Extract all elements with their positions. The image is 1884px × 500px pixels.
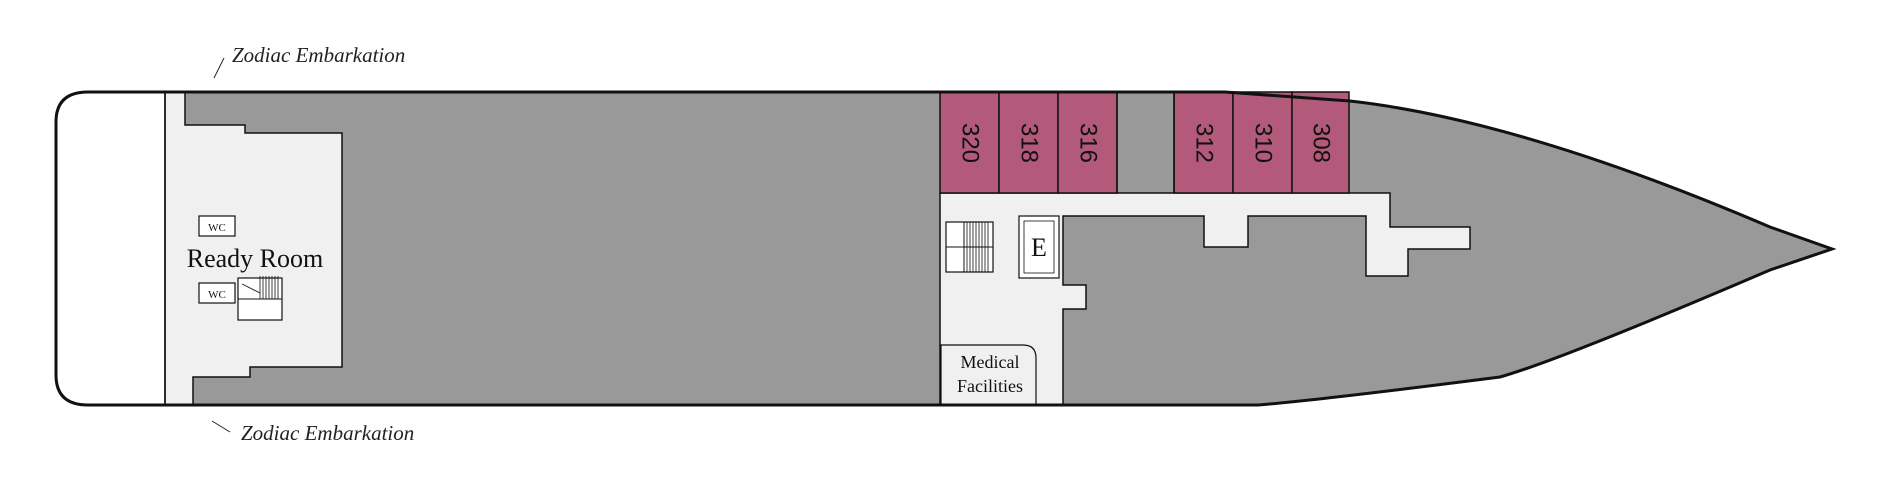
stern-open-deck bbox=[56, 92, 165, 405]
cabin-number-312: 312 bbox=[1191, 123, 1218, 163]
wc-lower-label: WC bbox=[208, 289, 226, 301]
ready-room-label: Ready Room bbox=[187, 244, 324, 273]
cabin-number-318: 318 bbox=[1016, 123, 1043, 163]
cabin-310[interactable] bbox=[1232, 91, 1293, 194]
cabin-number-308: 308 bbox=[1308, 123, 1335, 163]
elevator: E bbox=[1018, 215, 1060, 279]
cabin-318[interactable] bbox=[998, 91, 1059, 194]
zodiac-embarkation-top: Zodiac Embarkation bbox=[232, 43, 405, 67]
zodiac-embarkation-bottom: Zodiac Embarkation bbox=[241, 421, 414, 445]
cabin-308[interactable] bbox=[1291, 91, 1350, 194]
zodiac-top-pointer bbox=[213, 57, 225, 79]
wc-upper: WC bbox=[198, 215, 236, 237]
cabin-number-310: 310 bbox=[1250, 123, 1277, 163]
wc-upper-label: WC bbox=[208, 222, 226, 234]
cabin-number-320: 320 bbox=[957, 123, 984, 163]
wc-lower: WC bbox=[198, 282, 236, 304]
medical-label-line1: Medical bbox=[961, 352, 1020, 372]
cabin-group: 320 318 316 312 310 308 bbox=[939, 91, 1350, 194]
ready-room-stairs-icon bbox=[237, 276, 283, 321]
medical-label-line2: Facilities bbox=[957, 376, 1023, 396]
zodiac-bottom-pointer bbox=[211, 420, 231, 433]
stairs-icon bbox=[945, 221, 994, 273]
cabin-number-316: 316 bbox=[1075, 123, 1102, 163]
medical-facilities-room[interactable] bbox=[940, 344, 1037, 405]
hull-outline bbox=[54, 90, 1837, 407]
elevator-label: E bbox=[1031, 233, 1047, 262]
